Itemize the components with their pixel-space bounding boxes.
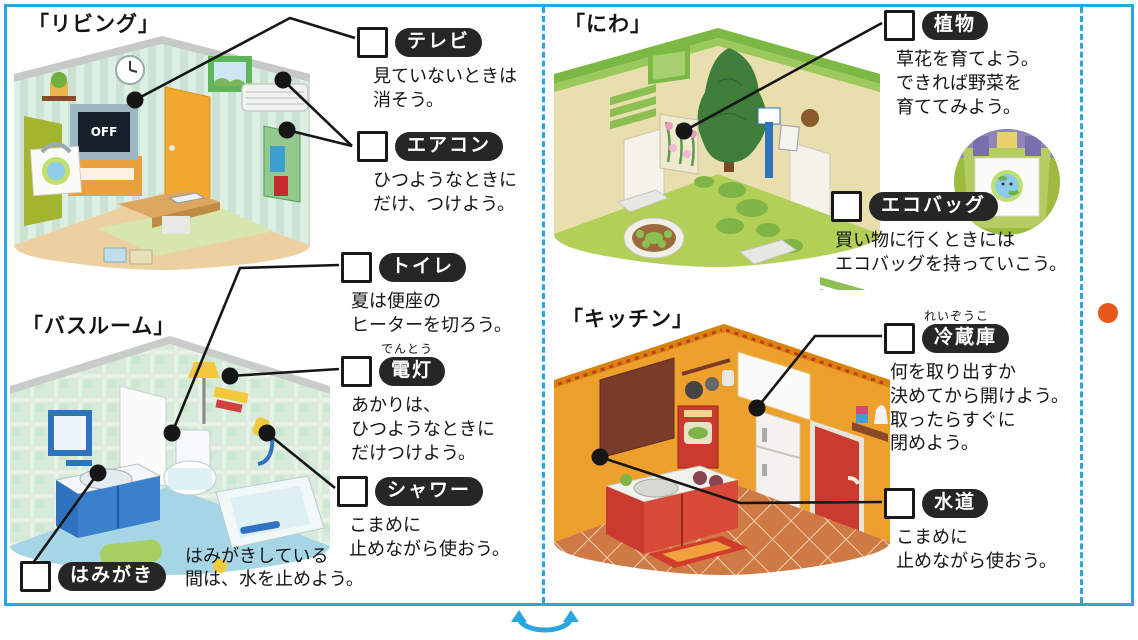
callout-toilet: トイレ 夏は便座の ヒーターを切ろう。	[341, 252, 512, 338]
fold-line-right	[1080, 7, 1083, 603]
toothbrushing-label: はみがき	[58, 562, 167, 591]
water-note: こまめに 止めながら使おう。	[896, 527, 1057, 572]
light-furigana: でんとう	[381, 342, 434, 356]
callout-toothbrushing: はみがき	[20, 561, 167, 592]
dark-window	[599, 357, 675, 459]
bath-door	[119, 385, 167, 487]
garden-photo	[554, 28, 880, 290]
air-conditioner	[241, 83, 309, 112]
toilet	[163, 429, 217, 496]
callout-refrigerator: れいぞうこ 冷蔵庫 何を取り出すか 決めてから開けよう。 取ったらすぐに 閉めよ…	[884, 309, 1069, 456]
callout-plants: 植物 草花を育てよう。 できれば野菜を 育ててみよう。	[884, 10, 1039, 119]
refrigerator-furigana: れいぞうこ	[924, 309, 990, 323]
ecobag-label: エコバッグ	[869, 192, 999, 221]
clock-icon	[115, 55, 145, 85]
eco-bag	[29, 142, 83, 197]
callout-ecobag: エコバッグ 買い物に行くときには エコバッグを持っていこう。	[831, 191, 1067, 277]
table	[118, 190, 220, 234]
stepping-stone	[738, 239, 798, 265]
frame-bottom	[4, 603, 1134, 606]
flower-stand	[659, 113, 699, 175]
refrigerator-label: 冷蔵庫	[922, 324, 1010, 353]
kitchen-rug	[648, 536, 748, 568]
wall-chart	[263, 125, 301, 203]
fold-arrow-icon	[511, 610, 579, 633]
plants-checkbox[interactable]	[884, 10, 915, 41]
shower-label: シャワー	[375, 477, 484, 506]
plants-note: 草花を育てよう。 できれば野菜を 育ててみよう。	[896, 49, 1039, 118]
registration-dot	[1098, 303, 1118, 323]
round-paver	[623, 217, 685, 259]
tv-label: テレビ	[395, 28, 483, 57]
aircon-label: エアコン	[395, 132, 504, 161]
tv-note: 見ていないときは 消そう。	[373, 66, 517, 111]
toothbrushing-checkbox[interactable]	[20, 561, 51, 592]
oven	[677, 405, 719, 469]
bath-mat	[100, 539, 162, 567]
ecobag-note: 買い物に行くときには エコバッグを持っていこう。	[835, 230, 1068, 275]
right-vent	[820, 276, 866, 290]
callout-shower: シャワー こまめに 止めながら使おう。	[337, 476, 510, 562]
shelf	[42, 96, 76, 101]
aircon-note: ひつようなときに だけ、つけよう。	[373, 170, 517, 215]
aircon-checkbox[interactable]	[357, 131, 388, 162]
fold-line-center	[542, 7, 545, 603]
tv-checkbox[interactable]	[357, 27, 388, 58]
toothbrushing-note: はみがきしている 間は、水を止めよう。	[185, 546, 364, 591]
plant-icon	[51, 72, 67, 88]
frame-right	[1131, 4, 1134, 606]
section-title-bathroom: 「バスルーム」	[22, 314, 176, 338]
door	[164, 86, 211, 203]
shower-note: こまめに 止めながら使おう。	[349, 515, 510, 560]
floor-card	[129, 249, 153, 265]
water-label: 水道	[922, 489, 989, 518]
toilet-note: 夏は便座の ヒーターを切ろう。	[351, 291, 512, 336]
water-checkbox[interactable]	[884, 488, 915, 519]
toilet-checkbox[interactable]	[341, 252, 372, 283]
duck-icon	[213, 559, 227, 573]
tv-stand	[68, 156, 142, 196]
light-note: あかりは、 ひつようなときに だけつけよう。	[351, 395, 495, 464]
callout-aircon: エアコン ひつようなときに だけ、つけよう。	[357, 131, 517, 217]
light-label: 電灯	[379, 357, 446, 386]
callout-light: でんとう 電灯 あかりは、 ひつようなときに だけつけよう。	[341, 342, 495, 465]
svg-text:OFF: OFF	[91, 125, 118, 139]
floor-card	[103, 247, 127, 263]
section-title-kitchen: 「キッチン」	[562, 307, 694, 331]
mirror	[48, 410, 92, 466]
tv: OFF	[70, 104, 138, 160]
kitchen-photo	[554, 324, 890, 575]
pot-rack	[681, 358, 734, 399]
lantern-icon	[801, 109, 819, 127]
left-vent	[610, 84, 656, 130]
living-room-photo: OFF	[14, 36, 310, 270]
shower-checkbox[interactable]	[337, 476, 368, 507]
frame-top	[4, 4, 1134, 7]
green-window	[648, 44, 690, 85]
callout-water: 水道 こまめに 止めながら使おう。	[884, 488, 1057, 574]
plants-label: 植物	[922, 11, 989, 40]
kitchen-shelf	[852, 405, 888, 442]
toilet-label: トイレ	[379, 253, 467, 282]
frame-left	[4, 4, 7, 606]
stepping-stone	[616, 189, 670, 213]
ecobag-checkbox[interactable]	[831, 191, 862, 222]
refrigerator-note: 何を取り出すか 決めてから開けよう。 取ったらすぐに 閉めよう。	[890, 362, 1069, 455]
section-title-garden: 「にわ」	[564, 12, 652, 36]
light-checkbox[interactable]	[341, 356, 372, 387]
callout-tv: テレビ 見ていないときは 消そう。	[357, 27, 517, 113]
refrigerator-checkbox[interactable]	[884, 323, 915, 354]
